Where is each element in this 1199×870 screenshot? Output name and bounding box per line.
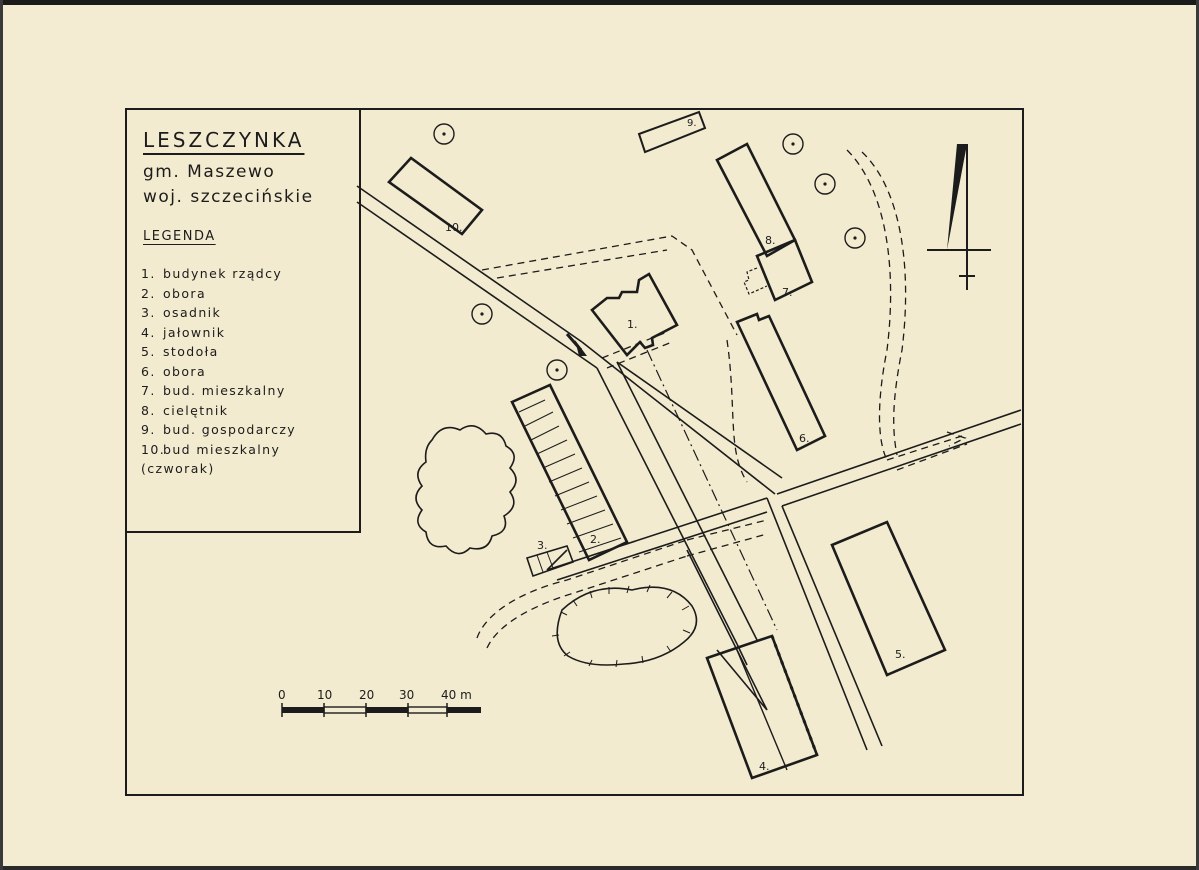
tree-icon bbox=[844, 227, 866, 249]
building-5: 5. bbox=[830, 520, 947, 677]
scale-bar: 0 10 20 30 40 m bbox=[278, 688, 481, 717]
legend-item-number: 3. bbox=[141, 305, 156, 320]
building-6: 6. bbox=[735, 312, 827, 452]
legend-item: 9. bud. gospodarczy bbox=[141, 420, 296, 440]
legend-item: 10.bud mieszkalny (czworak) bbox=[141, 440, 296, 479]
building-8-label: 8. bbox=[765, 234, 776, 247]
legend-item-number: 5. bbox=[141, 344, 156, 359]
scale-tick-10: 10 bbox=[317, 688, 332, 702]
building-6-label: 6. bbox=[799, 432, 810, 445]
legend-item: 8. cielętnik bbox=[141, 401, 296, 421]
legend-item-label: cielętnik bbox=[163, 402, 229, 418]
legend-item-number: 2. bbox=[141, 285, 156, 301]
legend-item-label: bud mieszkalny bbox=[163, 441, 281, 457]
legend-item-number: 7. bbox=[141, 383, 156, 398]
dashed-paths bbox=[476, 149, 968, 649]
map-frame: 1. 2. 3. bbox=[125, 108, 1024, 796]
scale-tick-0: 0 bbox=[278, 688, 286, 702]
building-3-label: 3. bbox=[537, 539, 548, 552]
sheet-edge-left bbox=[0, 0, 3, 870]
building-7: 7. bbox=[743, 238, 814, 302]
legend-item-number: 6. bbox=[141, 363, 156, 379]
legend-item-number: 8. bbox=[141, 402, 156, 418]
building-1-label: 1. bbox=[627, 318, 638, 331]
legend-item: 3. osadnik bbox=[141, 303, 296, 323]
sheet-edge-bottom bbox=[0, 866, 1199, 870]
legend-list: 1. budynek rządcy 2. obora 3. osadnik 4. jał… bbox=[141, 264, 296, 479]
shrub-cluster-west bbox=[415, 425, 517, 555]
axis-line bbox=[646, 349, 778, 631]
legend-panel: LESZCZYNKA gm. Maszewo woj. szczecińskie… bbox=[127, 110, 361, 533]
building-3: 3. bbox=[525, 539, 575, 578]
legend-item-number: 4. bbox=[141, 324, 156, 340]
legend-item-number: 1. bbox=[141, 266, 156, 281]
building-7-label: 7. bbox=[782, 286, 793, 299]
legend-item: 6. obora bbox=[141, 362, 296, 382]
legend-item-label: stodoła bbox=[163, 344, 219, 359]
legend-item: 4. jałownik bbox=[141, 323, 296, 343]
tree-icon bbox=[471, 303, 493, 325]
shrub-cluster-south bbox=[556, 586, 698, 666]
building-4: 4. bbox=[705, 634, 819, 780]
building-1: 1. bbox=[590, 272, 679, 357]
building-5-label: 5. bbox=[895, 648, 906, 661]
commune-name: gm. Maszewo bbox=[143, 162, 276, 182]
sheet-edge-right bbox=[1196, 0, 1199, 870]
building-9-label: 9. bbox=[687, 118, 697, 129]
building-2-label: 2. bbox=[590, 533, 601, 546]
legend-item: 5. stodoła bbox=[141, 342, 296, 362]
building-10: 10. bbox=[387, 156, 484, 236]
scale-tick-40: 40 m bbox=[441, 688, 472, 702]
legend-item-label: obora bbox=[163, 363, 207, 379]
shrub-ticks bbox=[551, 584, 691, 668]
legend-item-number: 10. bbox=[141, 441, 166, 457]
sheet-edge-top bbox=[0, 0, 1199, 5]
building-8: 8. bbox=[715, 142, 797, 258]
building-10-label: 10. bbox=[445, 221, 463, 234]
site-plan-map: 1. 2. 3. bbox=[278, 110, 1022, 780]
tree-icon bbox=[546, 359, 568, 381]
tree-symbols bbox=[433, 123, 866, 381]
legend-item-number: 9. bbox=[141, 422, 156, 437]
building-4-label: 4. bbox=[759, 760, 770, 773]
legend-item-label: bud. gospodarczy bbox=[163, 422, 297, 437]
voivodeship-name: woj. szczecińskie bbox=[143, 187, 314, 207]
entrance-arrow-shaft bbox=[565, 333, 583, 351]
legend-item-label-continued: (czworak) bbox=[141, 461, 215, 476]
legend-item-label: budynek rządcy bbox=[163, 266, 283, 281]
tree-icon bbox=[782, 133, 804, 155]
north-arrow-icon bbox=[927, 144, 991, 290]
scale-tick-20: 20 bbox=[359, 688, 374, 702]
legend-item: 1. budynek rządcy bbox=[141, 264, 296, 284]
scale-tick-30: 30 bbox=[399, 688, 414, 702]
tree-icon bbox=[433, 123, 455, 145]
legend-item-label: obora bbox=[163, 285, 207, 301]
building-9: 9. bbox=[637, 110, 707, 154]
legend-item-label: osadnik bbox=[163, 305, 222, 320]
road-network bbox=[356, 185, 1022, 751]
legend-item: 7. bud. mieszkalny bbox=[141, 381, 296, 401]
tree-icon bbox=[814, 173, 836, 195]
legend-heading: LEGENDA bbox=[143, 229, 216, 244]
legend-item-label: bud. mieszkalny bbox=[163, 383, 286, 398]
legend-item-label: jałownik bbox=[163, 324, 226, 340]
legend-item: 2. obora bbox=[141, 284, 296, 304]
building-2: 2. bbox=[510, 383, 629, 562]
place-name-title: LESZCZYNKA bbox=[143, 128, 305, 152]
